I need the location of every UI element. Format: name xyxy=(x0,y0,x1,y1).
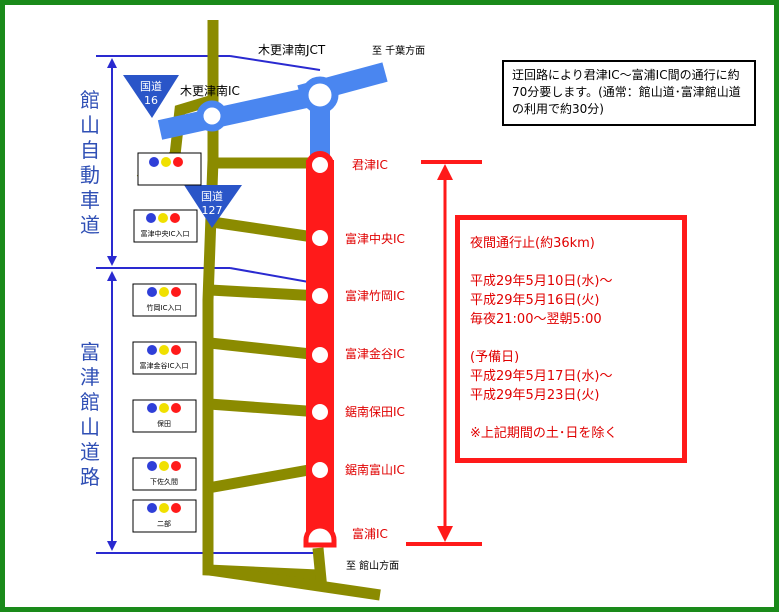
route16-line1: 国道 xyxy=(140,79,162,93)
ic-label-tomiura: 富浦IC xyxy=(352,526,388,541)
signal-0 xyxy=(137,152,202,186)
closure-period-line: 平成29年5月10日(水)～ xyxy=(470,274,613,289)
route127-line2: 127 xyxy=(202,204,223,217)
signal-6: 二部 xyxy=(132,499,197,533)
detour-note-text: 迂回路により君津IC～富浦IC間の通行に約70分要します。(通常：館山道･富津館… xyxy=(512,68,741,116)
route127-line1: 国道 xyxy=(201,189,223,203)
signal-3: 富津金谷IC入口 xyxy=(132,341,197,375)
ic-label-futtsu-takeoka: 富津竹岡IC xyxy=(345,288,405,303)
section-char: 富 xyxy=(80,340,100,364)
signal-2: 竹岡IC入口 xyxy=(132,283,197,317)
signal-4: 保田 xyxy=(132,399,197,433)
reserve-period-line: 平成29年5月23日(火) xyxy=(470,388,600,403)
kisarazu-minami-jct-node xyxy=(301,76,339,114)
ic-label-kyonan-tomiyama: 鋸南富山IC xyxy=(345,462,405,477)
closure-period-line: 平成29年5月16日(火) xyxy=(470,293,600,308)
section-char: 山 xyxy=(80,415,100,439)
detour-note: 迂回路により君津IC～富浦IC間の通行に約70分要します。(通常：館山道･富津館… xyxy=(502,60,756,126)
section-char: 動 xyxy=(80,163,100,187)
closure-info-box: 夜間通行止(約36km) 平成29年5月10日(水)～ 平成29年5月16日(火… xyxy=(455,215,687,463)
section-char: 道 xyxy=(80,213,100,237)
section-char: 車 xyxy=(80,188,100,212)
closure-title: 夜間通行止(約36km) xyxy=(470,236,595,251)
signal-label: 富津中央IC入口 xyxy=(141,229,190,238)
signal-1: 富津中央IC入口 xyxy=(133,209,198,243)
signal-label: 二部 xyxy=(157,519,171,528)
futtsu-ura-ic-node xyxy=(303,523,337,548)
kisarazu-minami-ic-node xyxy=(196,100,228,132)
signal-label: 下佐久間 xyxy=(150,477,178,486)
futtsu-tateyama-road-label: 富 津 館 山 道 路 xyxy=(78,340,102,490)
section-char: 自 xyxy=(80,138,100,162)
kisarazu-minami-jct-label: 木更津南JCT xyxy=(258,42,326,57)
closure-period-line: 毎夜21:00～翌朝5:00 xyxy=(470,312,602,327)
to-chiba-label: 至 千葉方面 xyxy=(372,44,425,57)
signal-label: 富津金谷IC入口 xyxy=(140,361,189,370)
section-char: 道 xyxy=(80,440,100,464)
route16-line2: 16 xyxy=(144,94,158,107)
ic-label-futtsu-kanaya: 富津金谷IC xyxy=(345,346,405,361)
closure-extent-arrow xyxy=(406,160,482,546)
closure-exclusion: ※上記期間の土･日を除く xyxy=(470,426,618,441)
section-char: 津 xyxy=(80,365,100,389)
reserve-label: (予備日) xyxy=(470,350,520,365)
route16-shield: 国道 16 xyxy=(123,75,179,118)
closed-ic-nodes xyxy=(306,151,334,484)
signal-label: 竹岡IC入口 xyxy=(147,303,182,312)
reserve-period-line: 平成29年5月17日(水)～ xyxy=(470,369,613,384)
tateyama-expressway-label: 館 山 自 動 車 道 xyxy=(78,88,102,238)
to-tateyama-label: 至 館山方面 xyxy=(346,559,399,572)
signal-5: 下佐久間 xyxy=(132,457,197,491)
spacer xyxy=(470,329,672,348)
ic-label-kimitsu: 君津IC xyxy=(352,158,388,172)
ic-label-futtsu-chuo: 富津中央IC xyxy=(345,231,405,246)
section-char: 山 xyxy=(80,113,100,137)
route127-shield: 国道 127 xyxy=(184,185,242,228)
spacer xyxy=(470,405,672,424)
section-char: 路 xyxy=(80,465,100,489)
bracket-arrowheads xyxy=(107,58,117,551)
signal-label: 保田 xyxy=(157,419,171,428)
ic-label-kyonan-hota: 鋸南保田IC xyxy=(345,404,405,419)
kisarazu-minami-ic-label: 木更津南IC xyxy=(180,83,240,98)
section-char: 館 xyxy=(80,88,100,112)
section-char: 館 xyxy=(80,390,100,414)
